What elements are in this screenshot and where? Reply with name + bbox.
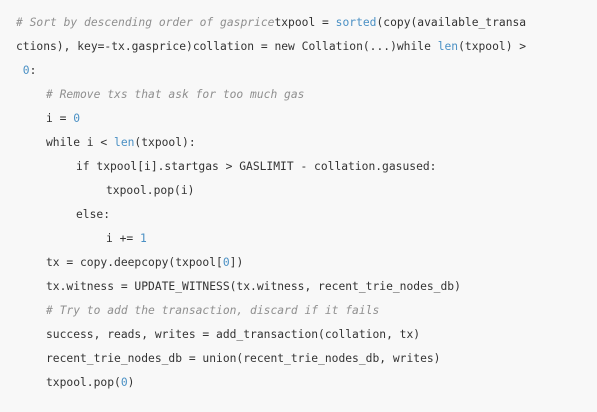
code-line: i += 1 (0, 227, 597, 251)
code-token: 1 (140, 232, 147, 245)
code-token: ) (127, 376, 135, 389)
code-token: tx.witness = UPDATE_WITNESS(tx.witness, … (46, 280, 461, 293)
code-line: else: (0, 203, 597, 227)
code-line: # Remove txs that ask for too much gas (0, 83, 597, 107)
code-token: len (114, 136, 135, 149)
code-line: # Try to add the transaction, discard if… (0, 299, 597, 323)
code-token: (txpool) > (458, 40, 527, 53)
code-token: (copy(available_transa (376, 16, 527, 29)
code-comment: # Try to add the transaction, discard if… (46, 304, 380, 317)
code-line: tx = copy.deepcopy(txpool[0]) (0, 251, 597, 275)
code-token: if txpool[i].startgas > GASLIMIT - colla… (76, 160, 437, 173)
code-line: if txpool[i].startgas > GASLIMIT - colla… (0, 155, 597, 179)
code-token: i = (46, 112, 74, 125)
code-token: i += (106, 232, 141, 245)
code-token: while i < (46, 136, 115, 149)
code-token: : (29, 64, 37, 77)
code-line: recent_trie_nodes_db = union(recent_trie… (0, 347, 597, 371)
code-token: tx = copy.deepcopy(txpool[ (46, 256, 223, 269)
code-line: i = 0 (0, 107, 597, 131)
code-token: txpool.pop( (46, 376, 121, 389)
code-token: (txpool): (134, 136, 196, 149)
code-line: ctions), key=-tx.gasprice)collation = ne… (0, 35, 597, 59)
code-token: sorted (335, 16, 377, 29)
code-comment: # Remove txs that ask for too much gas (46, 88, 305, 101)
code-comment: # Sort by descending order of gasprice (16, 16, 275, 29)
code-token: ctions), key=-tx.gasprice)collation = ne… (16, 40, 438, 53)
code-token: ]) (229, 256, 244, 269)
code-line: tx.witness = UPDATE_WITNESS(tx.witness, … (0, 275, 597, 299)
code-token: 0 (120, 376, 128, 389)
code-line: txpool.pop(i) (0, 179, 597, 203)
code-line: 0: (0, 59, 597, 83)
code-line: txpool.pop(0) (0, 371, 597, 395)
code-token: 0 (16, 64, 30, 77)
code-token: else: (76, 208, 111, 221)
code-token: 0 (73, 112, 81, 125)
code-token: len (437, 40, 459, 53)
code-line: while i < len(txpool): (0, 131, 597, 155)
code-line: # Sort by descending order of gaspricetx… (0, 11, 597, 35)
code-token: recent_trie_nodes_db = union(recent_trie… (46, 352, 441, 365)
code-token: txpool.pop(i) (106, 184, 195, 197)
code-token: 0 (222, 256, 230, 269)
code-token: txpool = (274, 16, 336, 29)
code-line: success, reads, writes = add_transaction… (0, 323, 597, 347)
code-token: success, reads, writes = add_transaction… (46, 328, 421, 341)
